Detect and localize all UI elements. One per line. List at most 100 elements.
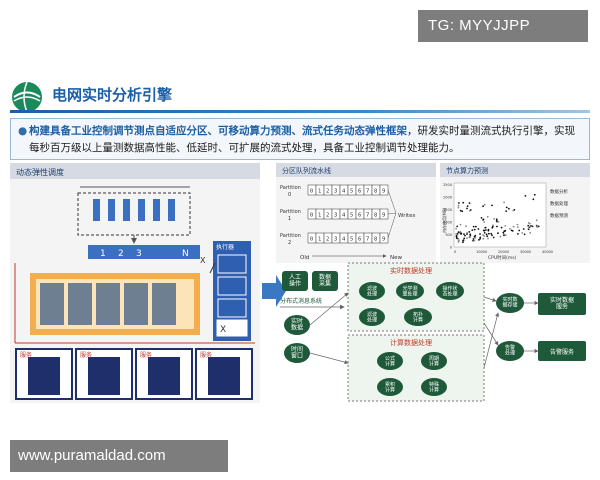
server-label: 服务 xyxy=(20,351,32,359)
cluster-nodes xyxy=(40,283,176,325)
scatter-point xyxy=(459,230,462,233)
node-period-label: 周期计算 xyxy=(429,356,439,368)
scatter-point xyxy=(516,226,519,228)
scatter-point xyxy=(468,231,471,233)
scatter-point xyxy=(455,237,458,240)
scatter-point xyxy=(527,222,530,224)
scatter-point xyxy=(493,218,496,220)
scatter-point xyxy=(530,225,532,227)
scatter-point xyxy=(477,228,480,230)
node-formula xyxy=(377,352,403,370)
scatter-point xyxy=(491,234,493,237)
scatter-point xyxy=(524,195,527,197)
node-special-label: 特殊计算 xyxy=(429,381,439,394)
scatter-legend-item: 数据预测 xyxy=(550,212,568,219)
scatter-point xyxy=(487,229,490,232)
service-alarm xyxy=(538,341,586,361)
state-grid-globe-icon xyxy=(12,81,42,113)
bullet-dot-icon: ● xyxy=(18,125,28,137)
queue-bar xyxy=(123,199,130,221)
partition-number: 2 xyxy=(288,240,291,246)
partition-cell-text: 9 xyxy=(382,213,385,219)
scatter-point xyxy=(504,225,507,227)
scatter-point xyxy=(483,203,486,206)
summary-text-2: 万级以上量测数据高性能、低延时、可扩展的流式处理，具备工业控制调节处理能力。 xyxy=(60,142,460,154)
scatter-point xyxy=(471,229,474,231)
queue-bar xyxy=(153,199,160,221)
cluster-node xyxy=(68,283,92,325)
queue-bar xyxy=(168,199,175,221)
partition-cell-text: 0 xyxy=(310,189,313,195)
scatter-point xyxy=(492,224,494,227)
node-optical xyxy=(396,282,424,300)
scatter-point xyxy=(469,233,472,236)
scatter-point xyxy=(503,201,505,204)
scatter-point xyxy=(479,233,481,235)
scatter-point xyxy=(455,234,458,237)
write-connector xyxy=(387,212,397,239)
partition-cell-text: 3 xyxy=(334,213,337,219)
scatter-legend-item: 数据处理 xyxy=(550,200,568,207)
scatter-point xyxy=(457,239,460,241)
scatter-point xyxy=(466,207,468,210)
scatter-point xyxy=(483,221,486,223)
scatter-point xyxy=(483,232,486,234)
write-connector xyxy=(387,212,397,215)
scatter-point xyxy=(484,226,487,229)
node-data-collect xyxy=(312,271,338,291)
watermark-bottom: www.puramaldad.com xyxy=(10,440,228,472)
partition-label: Partition xyxy=(280,185,301,191)
cluster-node xyxy=(152,283,176,325)
scatter-point xyxy=(461,210,464,213)
scatter-point xyxy=(517,233,519,235)
scatter-point xyxy=(518,229,521,232)
partition-number: 0 xyxy=(288,192,291,198)
parallel-queues xyxy=(93,199,175,221)
partition-cell-text: 3 xyxy=(334,237,337,243)
compute-processing-title: 计算数据处理 xyxy=(390,338,432,347)
partition-cell-3: 3 xyxy=(136,249,142,259)
compute-processing-block xyxy=(347,334,485,402)
right-panel-title: 节点算力预测 xyxy=(446,166,488,175)
scatter-point xyxy=(473,228,476,231)
partition-cell-text: 0 xyxy=(310,213,313,219)
scatter-point xyxy=(482,234,485,237)
partition-label: Partition xyxy=(280,209,301,215)
flow-connector xyxy=(483,322,499,346)
partition-cells-bar xyxy=(88,245,200,259)
server-icon xyxy=(148,357,180,395)
scatter-point xyxy=(500,226,503,229)
node-topology-label: 拓扑计算 xyxy=(413,311,423,324)
scatter-point xyxy=(533,193,536,196)
node-fault xyxy=(359,308,385,326)
summary-text-1: ，研发实时量测流式执行引擎，实现每秒百 xyxy=(29,125,575,154)
scatter-ytick: 2500 xyxy=(443,183,452,187)
node-alarm xyxy=(496,341,524,361)
message-system-label: 分布式消息系统 xyxy=(280,297,322,305)
scatter-point xyxy=(464,234,466,237)
partition-cell-text: 4 xyxy=(342,189,346,195)
scatter-point xyxy=(459,209,462,212)
flow-diagram: 人工操作 数据采集 分布式消息系统 实时数据 时间窗口 实时数据处理 滤波处理 … xyxy=(280,262,586,402)
scatter-points xyxy=(455,193,540,244)
node-realtime-data-label: 实时数据 xyxy=(291,317,303,332)
scatter-point xyxy=(462,241,464,244)
node-period xyxy=(421,352,447,370)
scatter-point xyxy=(457,204,460,207)
scatter-point xyxy=(528,226,531,229)
scatter-point xyxy=(497,220,500,223)
server-label: 服务 xyxy=(140,351,152,359)
scatter-ytick: 1500 xyxy=(443,208,452,212)
node-special xyxy=(421,378,447,396)
queue-bar xyxy=(108,199,115,221)
scatter-point xyxy=(478,239,480,241)
scatter-point xyxy=(462,201,465,204)
scatter-point xyxy=(532,198,535,201)
scatter-point xyxy=(485,233,488,236)
middle-panel-title: 分区队列流水线 xyxy=(282,166,331,175)
scatter-point xyxy=(457,231,460,233)
scatter-point xyxy=(521,232,524,234)
scatter-point xyxy=(472,238,475,240)
service-realtime-label: 实时数据服务 xyxy=(550,296,574,311)
